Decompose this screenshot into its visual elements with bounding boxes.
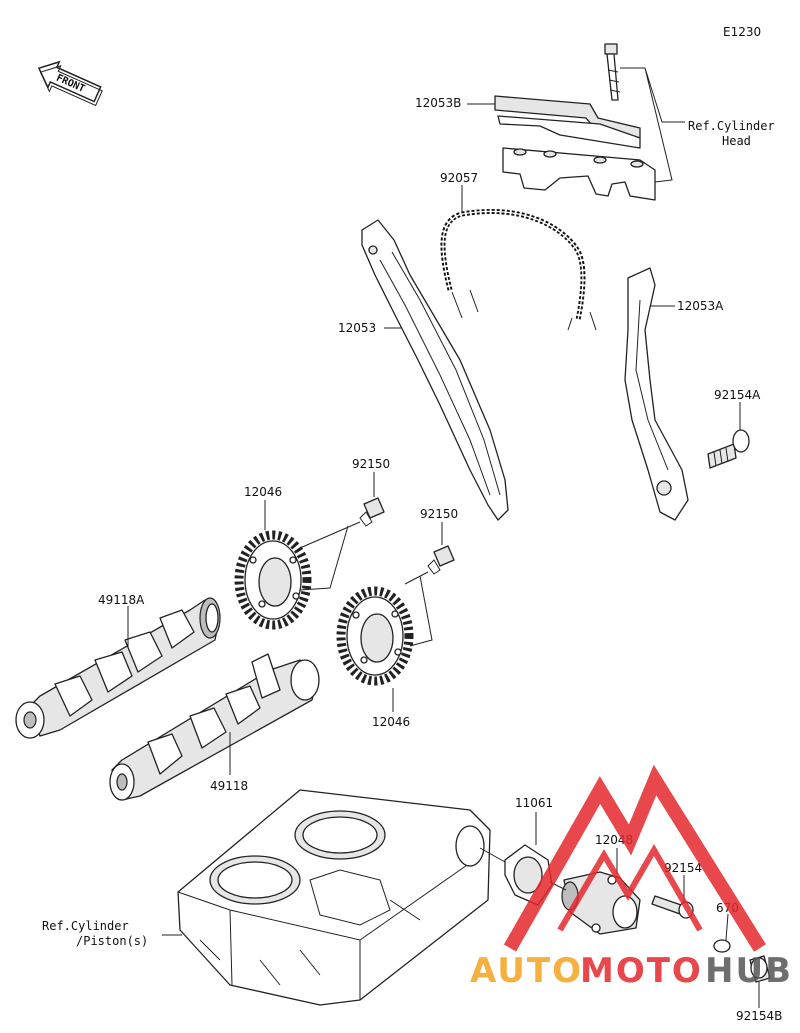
watermark-hub: HUB xyxy=(705,951,793,991)
chain-guide-12053 xyxy=(361,219,509,521)
watermark-auto: AUTO xyxy=(470,951,583,991)
bolt-92150-left xyxy=(359,497,385,527)
label-92154A: 92154A xyxy=(714,388,761,402)
bolt-92154A xyxy=(707,429,750,469)
chain-guide-12053A xyxy=(624,267,689,521)
watermark-moto: MOTO xyxy=(580,951,703,991)
cam-chain-92057 xyxy=(440,208,597,331)
camshaft-49118 xyxy=(109,653,320,801)
automotohub-watermark-logo: AUTO MOTO HUB xyxy=(470,764,793,991)
label-92057: 92057 xyxy=(440,171,478,185)
label-12046-top: 12046 xyxy=(244,485,282,499)
label-92150-left: 92150 xyxy=(352,457,390,471)
label-11061: 11061 xyxy=(515,796,553,810)
front-arrow-icon: FRONT xyxy=(37,60,103,107)
bolt-92154B xyxy=(749,955,771,983)
diagram-code: E1230 xyxy=(723,25,761,39)
cam-sprocket-12046-upper xyxy=(234,530,312,630)
ref-cylinder-head-line1: Ref.Cylinder xyxy=(688,119,775,133)
chain-guide-upper-12053B xyxy=(494,43,656,201)
label-92150-right: 92150 xyxy=(420,507,458,521)
camshaft-49118A xyxy=(15,597,221,739)
label-49118: 49118 xyxy=(210,779,248,793)
cylinder-head-block xyxy=(177,789,491,1006)
o-ring-670 xyxy=(713,939,731,953)
label-49118A: 49118A xyxy=(98,593,145,607)
label-92154: 92154 xyxy=(664,861,702,875)
label-12046-bottom: 12046 xyxy=(372,715,410,729)
label-12053A: 12053A xyxy=(677,299,724,313)
ref-cylinder-piston-line1: Ref.Cylinder xyxy=(42,919,129,933)
ref-cylinder-piston-line2: /Piston(s) xyxy=(76,934,148,948)
label-12053: 12053 xyxy=(338,321,376,335)
label-12053B: 12053B xyxy=(415,96,461,110)
cam-sprocket-12046-lower xyxy=(336,586,414,686)
bolt-92150-right xyxy=(427,545,455,575)
ref-cylinder-head-line2: Head xyxy=(722,134,751,148)
label-92154B: 92154B xyxy=(736,1009,782,1023)
